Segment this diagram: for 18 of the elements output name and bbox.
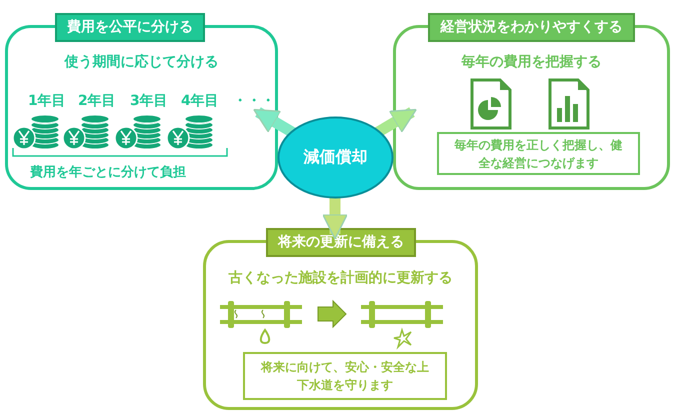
caption: 費用を年ごとに分けて負担 — [30, 164, 186, 181]
year-label: 3年目 — [130, 92, 168, 110]
ellipsis: ・・・ — [233, 92, 275, 110]
subtitle: 古くなった施設を計画的に更新する — [228, 269, 454, 287]
heading-tab: 費用を公平に分ける — [55, 13, 205, 42]
note-box: 毎年の費用を正しく把握し、健全な経営につなげます — [437, 132, 640, 175]
subtitle: 毎年の費用を把握する — [460, 53, 602, 71]
note-box: 将来に向けて、安心・安全な上下水道を守ります — [243, 352, 447, 400]
year-label: 4年目 — [181, 92, 219, 110]
year-label: 1年目 — [28, 92, 66, 110]
heading-tab: 将来の更新に備える — [266, 228, 416, 257]
block-arrow — [374, 107, 417, 138]
block-arrow — [253, 107, 296, 138]
subtitle: 使う期間に応じて分ける — [63, 53, 220, 71]
ellipse: 減価償却 — [277, 116, 394, 199]
heading-tab: 経営状況をわかりやすくする — [428, 13, 635, 42]
year-label: 2年目 — [78, 92, 116, 110]
block-arrow — [322, 196, 348, 240]
